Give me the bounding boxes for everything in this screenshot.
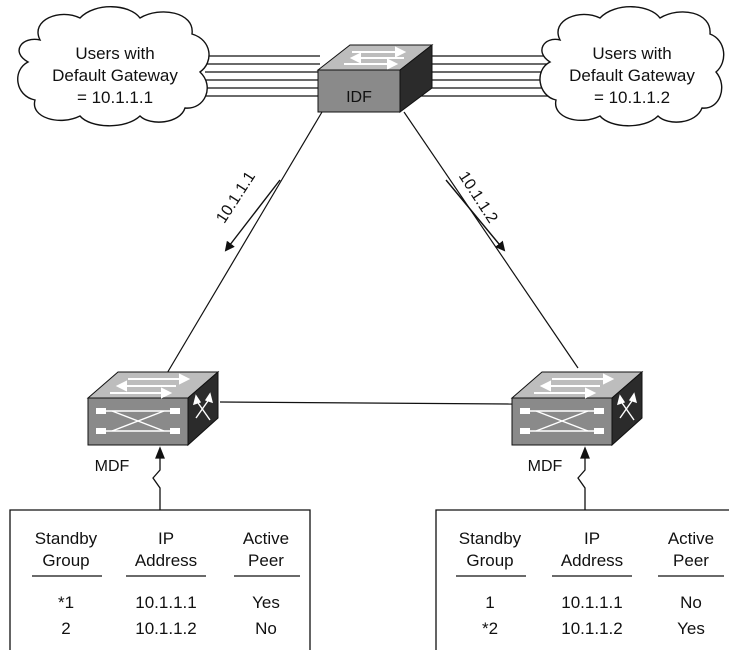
table-left-row2-ip: 10.1.1.2: [135, 619, 196, 638]
cloud-left-line2: Default Gateway: [52, 66, 178, 85]
arrow-left: [224, 179, 281, 252]
access-links-right: [420, 55, 560, 97]
table-right-header-group-line1: Standby: [459, 529, 522, 548]
mdf-switch-right: MDF: [510, 370, 644, 475]
table-left-header-peer-line2: Peer: [248, 551, 284, 570]
cloud-left-line3: = 10.1.1.1: [77, 88, 153, 107]
mdf-left-label: MDF: [95, 458, 130, 475]
idf-label: IDF: [346, 89, 372, 106]
cloud-users-right: Users with Default Gateway = 10.1.1.2: [539, 6, 725, 127]
table-left-header-group-line2: Group: [42, 551, 89, 570]
uplink-left: [162, 111, 323, 381]
uplink-right: [403, 111, 579, 369]
idf-switch: IDF: [316, 43, 434, 113]
hsrp-table-right: Standby Group IP Address Active Peer 1 1…: [435, 509, 729, 650]
hsrp-table-left: Standby Group IP Address Active Peer *1 …: [9, 509, 311, 650]
arrow-right: [445, 179, 506, 252]
serial-link-right: [577, 446, 590, 510]
table-right-row1-group: 1: [485, 593, 494, 612]
mdf-interconnect: [219, 401, 513, 405]
table-right-row2-ip: 10.1.1.2: [561, 619, 622, 638]
mdf-switch-left: MDF: [86, 370, 220, 475]
table-right-row1-ip: 10.1.1.1: [561, 593, 622, 612]
table-left-row1-ip: 10.1.1.1: [135, 593, 196, 612]
table-right-header-peer-line1: Active: [668, 529, 714, 548]
cloud-left-line1: Users with: [75, 44, 154, 63]
table-left-row1-peer: Yes: [252, 593, 280, 612]
access-links-left: [195, 55, 320, 97]
table-left-header-ip-line1: IP: [158, 529, 174, 548]
table-right-header-group-line2: Group: [466, 551, 513, 570]
table-left-row2-peer: No: [255, 619, 277, 638]
table-left-row2-group: 2: [61, 619, 70, 638]
table-right-row2-group: *2: [482, 619, 498, 638]
table-right-header-peer-line2: Peer: [673, 551, 709, 570]
table-right-header-ip-line2: Address: [561, 551, 623, 570]
cloud-right-line1: Users with: [592, 44, 671, 63]
cloud-right-line2: Default Gateway: [569, 66, 695, 85]
serial-link-left: [152, 446, 165, 510]
table-right-row1-peer: No: [680, 593, 702, 612]
table-right-row2-peer: Yes: [677, 619, 705, 638]
table-left-row1-group: *1: [58, 593, 74, 612]
table-right-header-ip-line1: IP: [584, 529, 600, 548]
mdf-right-label: MDF: [528, 458, 563, 475]
link-label-left: 10.1.1.1: [213, 169, 259, 227]
cloud-users-left: Users with Default Gateway = 10.1.1.1: [17, 6, 210, 127]
table-left-header-ip-line2: Address: [135, 551, 197, 570]
table-left-header-group-line1: Standby: [35, 529, 98, 548]
table-left-header-peer-line1: Active: [243, 529, 289, 548]
cloud-right-line3: = 10.1.1.2: [594, 88, 670, 107]
